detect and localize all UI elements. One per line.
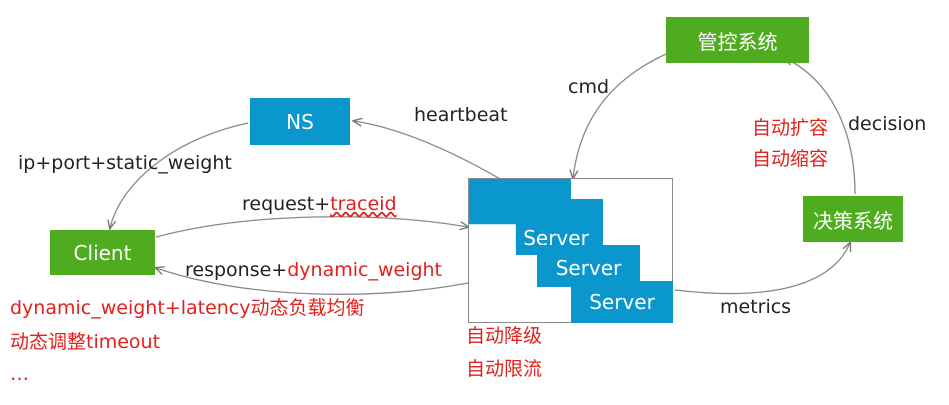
response-prefix: response+ [185, 259, 288, 281]
server-2-label: Server [555, 256, 622, 280]
edge-ns-client [110, 122, 249, 228]
server-3-label: Server [589, 290, 655, 314]
server-cluster: … Server Server Server [468, 178, 673, 323]
note-scale-in: 自动缩容 [752, 148, 829, 170]
client-note-2: 动态调整timeout [10, 331, 161, 353]
client-node: Client [50, 230, 155, 275]
server-3 [571, 281, 673, 323]
edge-heartbeat [354, 121, 503, 181]
label-ip-port: ip+port+static_weight [18, 152, 232, 174]
label-metrics: metrics [720, 296, 792, 318]
label-decision: decision [848, 113, 927, 135]
label-cmd: cmd [568, 76, 610, 98]
label-heartbeat: heartbeat [414, 104, 508, 126]
decision-system-node: 决策系统 [803, 196, 903, 242]
response-dynamic-weight: dynamic_weight [287, 259, 443, 281]
note-scale-out: 自动扩容 [752, 117, 829, 139]
request-prefix: request+ [242, 193, 331, 215]
server-note-2: 自动限流 [466, 358, 543, 380]
label-response: response+dynamic_weight [185, 259, 442, 282]
client-note-1: dynamic_weight+latency动态负载均衡 [10, 297, 365, 319]
edge-metrics [674, 243, 850, 295]
control-system-node: 管控系统 [666, 17, 809, 63]
edge-response [156, 268, 469, 295]
server-note-1: 自动降级 [466, 325, 543, 347]
edge-decision [785, 58, 856, 195]
server-2 [537, 245, 640, 287]
client-note-3: … [10, 363, 29, 385]
edge-request [155, 216, 468, 238]
request-traceid: traceid [330, 193, 397, 215]
label-request: request+traceid [242, 193, 397, 216]
ns-node: NS [250, 98, 350, 145]
edge-cmd [573, 53, 667, 178]
